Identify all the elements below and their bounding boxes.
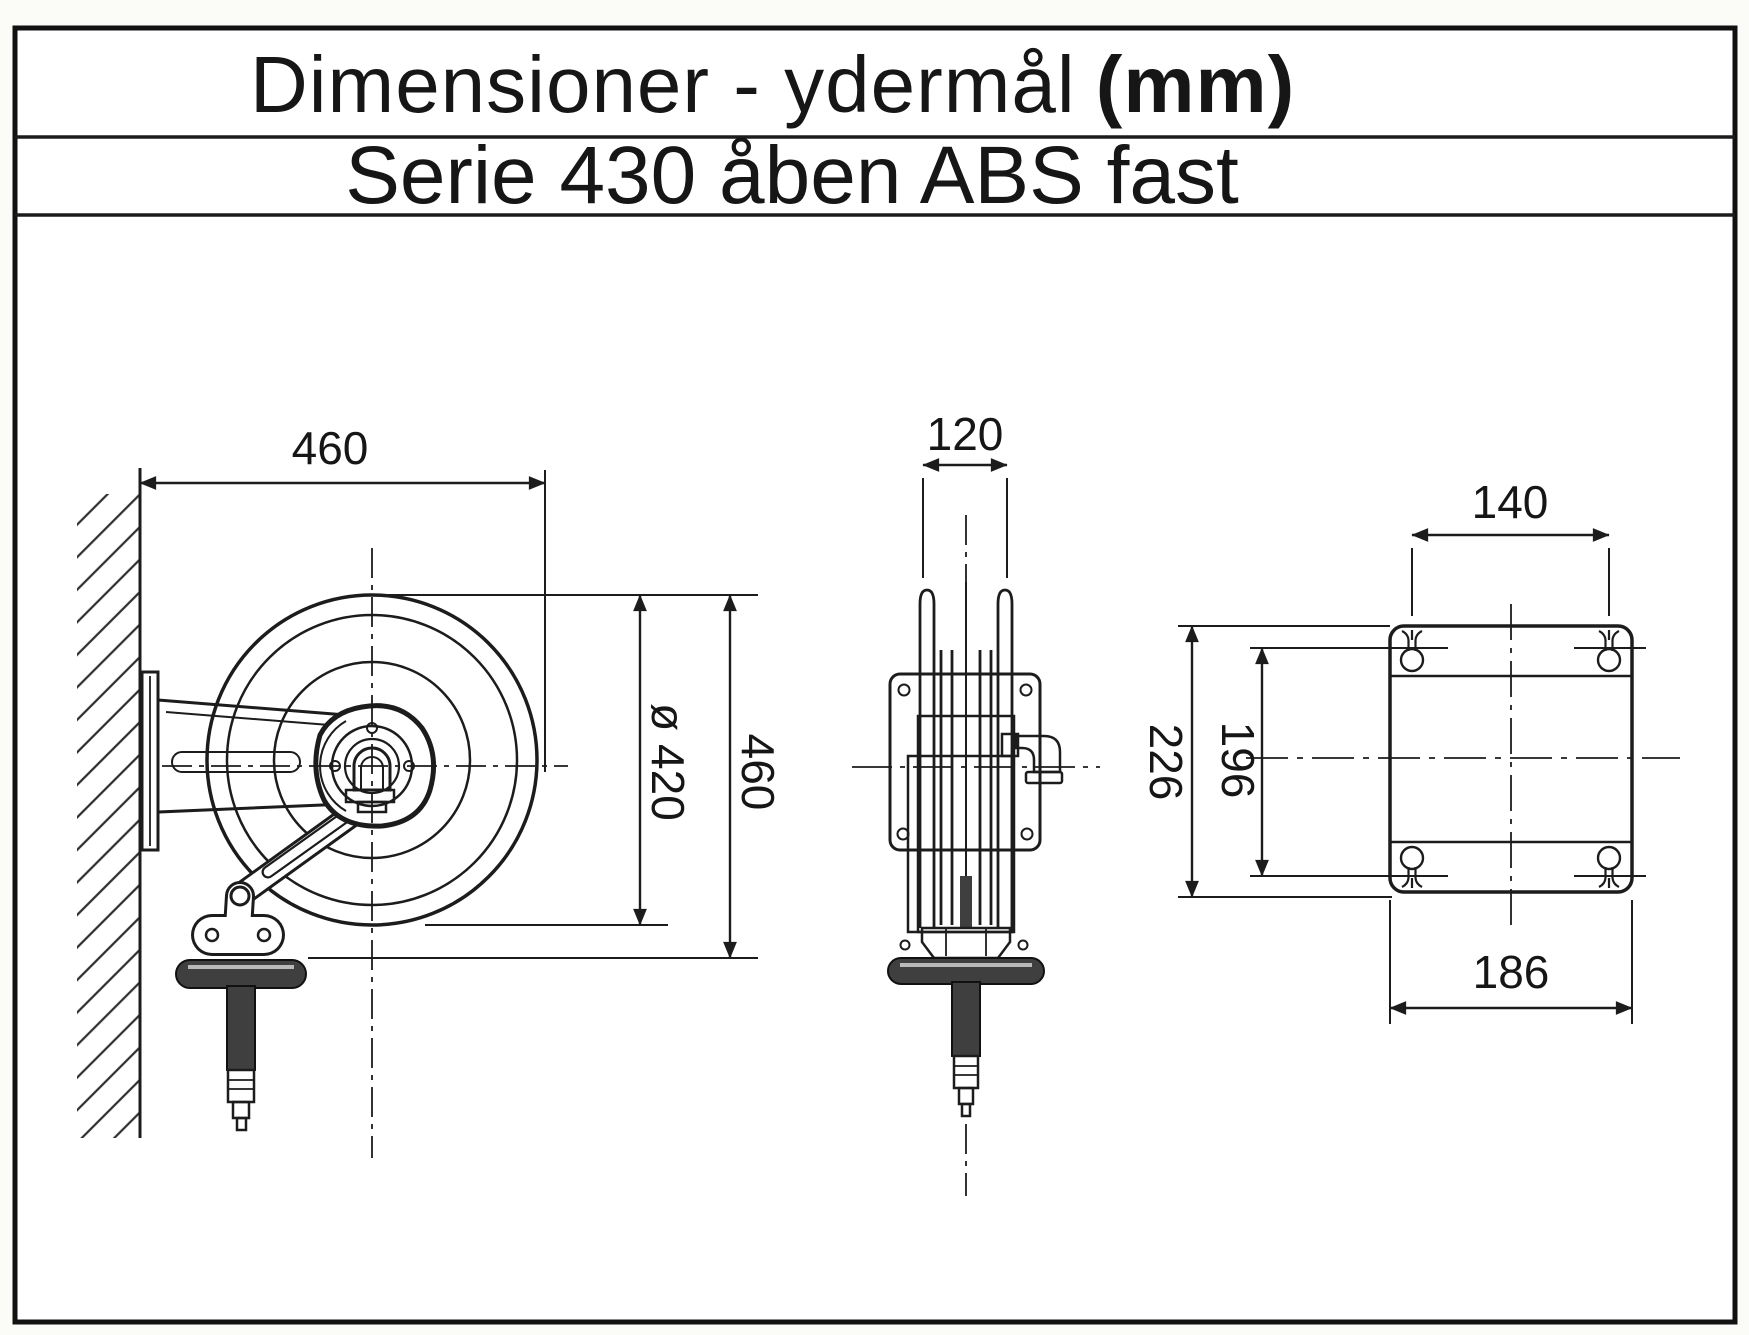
dim-hole-spacing-height-label: 196 bbox=[1212, 722, 1264, 799]
pivot-hole bbox=[229, 885, 251, 907]
plate-hole bbox=[1020, 827, 1034, 841]
dim-width-label: 120 bbox=[927, 408, 1004, 460]
roller-bar bbox=[887, 957, 1045, 985]
mounting-plate-view: 140 226 196 186 bbox=[1140, 476, 1680, 1024]
hose-fitting bbox=[226, 1068, 256, 1132]
page-subtitle: Serie 430 åben ABS fast bbox=[345, 130, 1239, 221]
dim-plate-height: 226 bbox=[1140, 625, 1392, 898]
header: Dimensioner - ydermål(mm) Serie 430 åben… bbox=[250, 40, 1295, 221]
wall-bracket bbox=[140, 670, 160, 852]
front-view: 120 bbox=[852, 408, 1100, 1196]
roller-bar bbox=[175, 959, 307, 989]
dim-plate-height-label: 226 bbox=[1140, 724, 1192, 801]
side-view: 460 ø 420 460 bbox=[77, 422, 784, 1158]
dim-plate-width: 186 bbox=[1389, 900, 1633, 1024]
roller-hole-left bbox=[204, 927, 220, 943]
page-title-main: Dimensioner - ydermål bbox=[250, 40, 1076, 129]
dim-diameter: ø 420 bbox=[372, 594, 758, 926]
hose bbox=[226, 985, 256, 1071]
side-pin-right bbox=[1017, 939, 1029, 951]
flange-right bbox=[996, 588, 1014, 928]
plate-hole bbox=[897, 683, 911, 697]
dim-plate-width-label: 186 bbox=[1473, 946, 1550, 998]
hose-fitting bbox=[952, 1054, 980, 1118]
dim-depth-label: 460 bbox=[292, 422, 369, 474]
hose bbox=[951, 981, 981, 1057]
hose-ribs bbox=[939, 582, 993, 928]
dim-hole-spacing-width-label: 140 bbox=[1472, 476, 1549, 528]
outlet-elbow bbox=[1000, 732, 1064, 785]
dim-hole-spacing-width: 140 bbox=[1411, 476, 1610, 616]
dim-hole-spacing-height: 196 bbox=[1212, 647, 1448, 877]
dim-depth: 460 bbox=[139, 422, 546, 772]
page-title: Dimensioner - ydermål(mm) bbox=[250, 40, 1295, 129]
arm-slot bbox=[171, 751, 301, 773]
page-title-unit: (mm) bbox=[1096, 40, 1296, 129]
outlet-base bbox=[887, 926, 1045, 1118]
hose-outlet bbox=[175, 959, 307, 1132]
dim-diameter-label: ø 420 bbox=[642, 703, 694, 821]
swivel-shackle bbox=[352, 746, 392, 792]
roller-guide bbox=[191, 881, 285, 956]
side-pin-left bbox=[899, 939, 911, 951]
plate-hole bbox=[1019, 683, 1033, 697]
dim-width: 120 bbox=[922, 408, 1008, 578]
flange-left bbox=[918, 588, 936, 928]
wall-hatch bbox=[77, 494, 140, 1138]
dim-height: 460 bbox=[308, 594, 784, 959]
hose-end bbox=[960, 876, 972, 928]
dim-height-label: 460 bbox=[732, 734, 784, 811]
roller-hole-right bbox=[256, 927, 272, 943]
